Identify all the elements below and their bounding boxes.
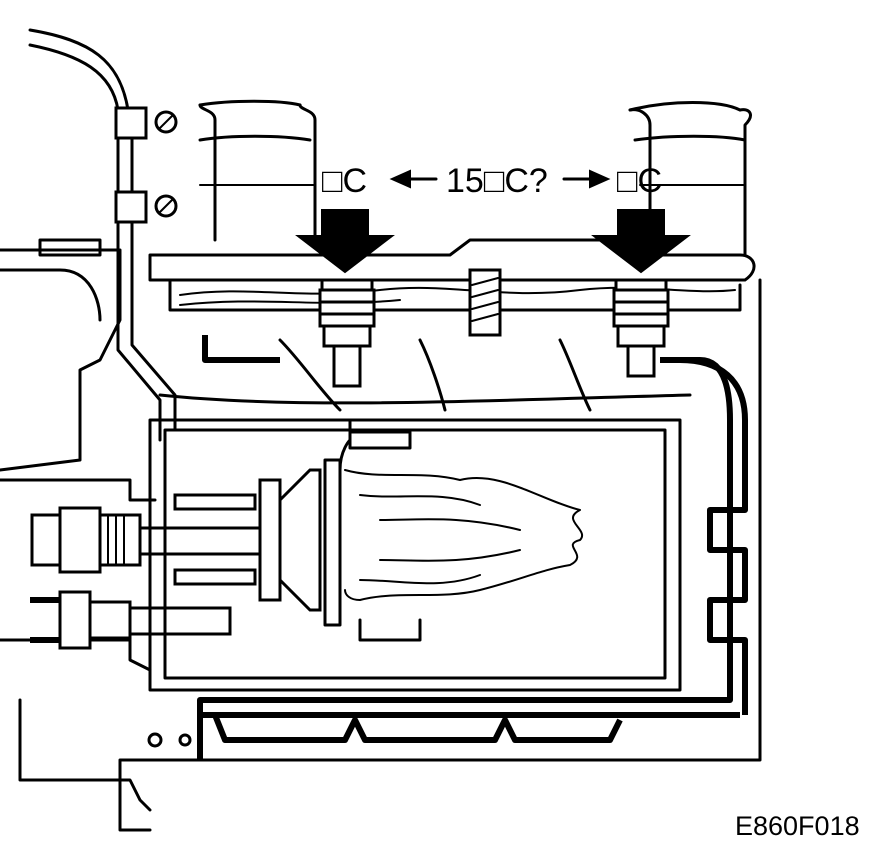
engine-block-left	[0, 238, 157, 812]
fuel-fitting-lower	[30, 590, 232, 650]
flame	[344, 469, 583, 601]
wire-clamp-lower	[114, 190, 178, 224]
coolant-pipe-right	[628, 101, 752, 257]
temperature-sensor-right	[612, 278, 670, 378]
difference-arrow-left	[389, 169, 438, 189]
difference-arrow-right	[562, 169, 611, 189]
arrow-right-sensor	[591, 209, 691, 274]
burner-nozzle	[173, 458, 342, 627]
fuel-fitting-upper	[30, 506, 272, 574]
left-temperature-label: □C	[322, 162, 367, 200]
outer-wall-bottom	[147, 712, 740, 748]
temperature-sensor-left	[318, 278, 376, 388]
sensor-wire	[28, 28, 177, 442]
right-temperature-label: □C	[617, 162, 662, 200]
figure-code: E860F018	[735, 811, 860, 841]
wire-clamp-upper	[114, 106, 178, 140]
outer-wall-right	[118, 278, 762, 832]
arrow-left-sensor	[295, 209, 395, 274]
coolant-pipe-left	[198, 99, 317, 242]
temperature-difference-label: 15□C?	[446, 162, 548, 200]
heat-tubes	[158, 338, 692, 412]
